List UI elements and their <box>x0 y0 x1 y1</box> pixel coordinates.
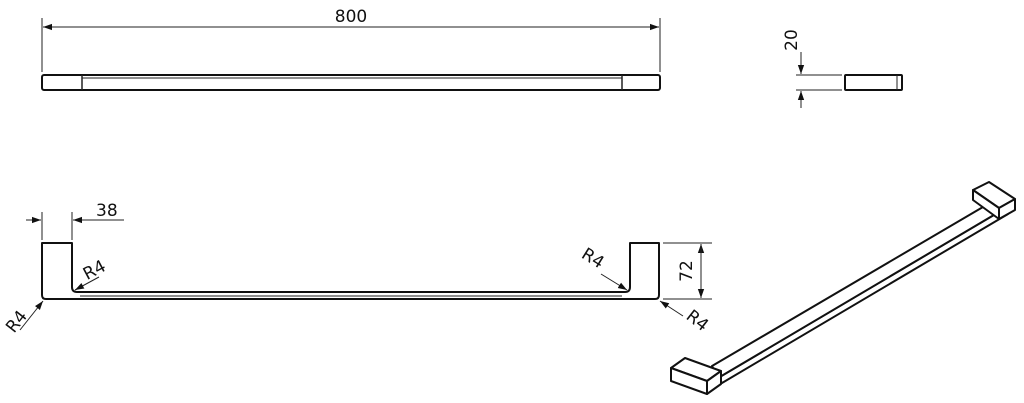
radius-outer-right-label: R4 <box>682 306 712 336</box>
height-label: 72 <box>677 260 697 282</box>
thickness-label: 20 <box>782 29 802 51</box>
radius-outer-right-leader <box>659 300 684 317</box>
length-label: 800 <box>335 7 367 27</box>
bar-front-profile <box>41 242 660 300</box>
radius-outer-left-label: R4 <box>2 307 32 337</box>
top-view: 800 <box>41 7 661 91</box>
bar-end-view <box>844 74 903 91</box>
iso-bar-body <box>717 208 1009 384</box>
end-view: 20 <box>782 29 903 108</box>
isometric-view <box>670 181 1016 395</box>
depth-label: 38 <box>96 201 118 221</box>
radius-inner-left-label: R4 <box>80 256 109 284</box>
bar-top-view <box>41 74 661 91</box>
radius-inner-right-label: R4 <box>578 244 608 273</box>
radius-inner-right-leader <box>600 273 628 291</box>
radius-inner-left-leader <box>74 276 100 291</box>
front-view: 38 72 R4 R4 R4 R4 <box>2 201 712 337</box>
radius-outer-left-leader <box>19 300 44 331</box>
